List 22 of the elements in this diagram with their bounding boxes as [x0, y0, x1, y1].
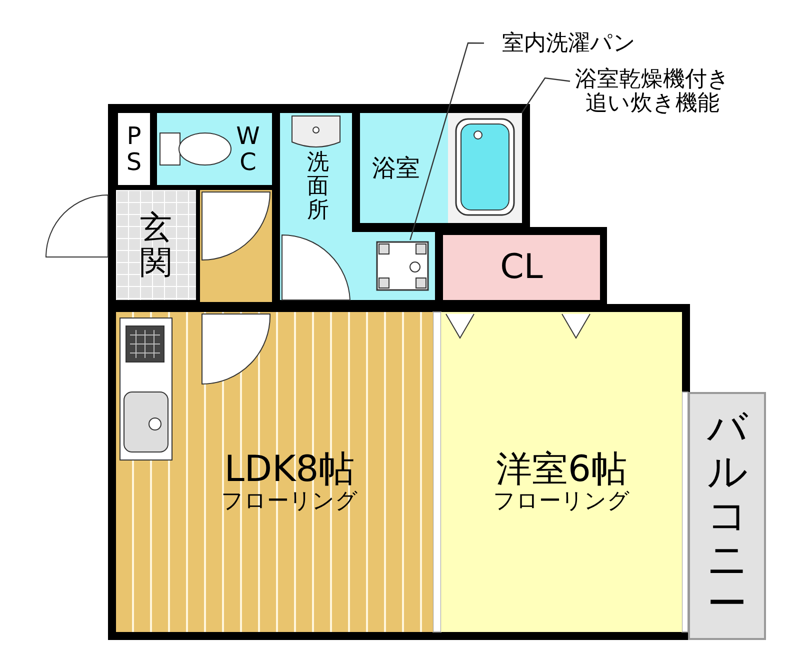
callout-label: 室内洗濯パン: [502, 32, 636, 56]
leader-line: [521, 77, 570, 114]
room-area: [116, 190, 196, 300]
floor-note-label: バルコニー: [707, 406, 747, 626]
floor-note-label: PS: [125, 122, 143, 176]
floor-note-label: 玄関: [140, 210, 172, 280]
floor-note-label: CL: [500, 248, 543, 286]
callout-label: 浴室乾燥機付き追い炊き機能: [574, 68, 731, 116]
floor-note-label: 洗面所: [307, 151, 329, 224]
laundry-pan-drawing: [375, 240, 430, 292]
floor-note-label: 浴室: [372, 154, 420, 182]
room-area: [360, 113, 448, 223]
bathtub-drawing: [448, 113, 522, 223]
floor-note-label: WC: [236, 122, 260, 176]
floor-note-label: フローリング: [221, 490, 358, 514]
floor-note-label: フローリング: [493, 490, 630, 514]
room-area: [118, 113, 150, 185]
room-area: [443, 235, 600, 300]
floor-note-label: LDK8帖: [224, 450, 355, 490]
room-area: [688, 392, 766, 640]
floor-note-label: 洋室6帖: [496, 450, 627, 490]
room-area: [441, 312, 682, 632]
